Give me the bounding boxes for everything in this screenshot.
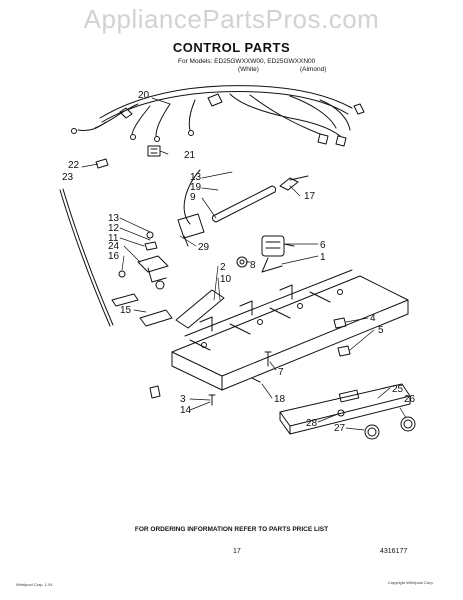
callout-18: 18 xyxy=(274,394,286,405)
models-line: For Models: ED25GWXXW00, ED25GWXXN00 xyxy=(178,58,316,65)
callout-6: 6 xyxy=(320,240,326,251)
callout-29: 29 xyxy=(198,242,210,253)
callout-1: 1 xyxy=(320,252,326,263)
callout-28: 28 xyxy=(306,418,318,429)
clip-part xyxy=(147,145,161,157)
callout-11: 11 xyxy=(108,233,119,244)
clips-4-5 xyxy=(333,317,351,357)
thermostat-tube xyxy=(183,169,309,225)
callout-2: 2 xyxy=(220,262,226,273)
variant-white: (White) xyxy=(238,66,259,73)
control-panel xyxy=(279,383,411,435)
callout-9: 9 xyxy=(190,192,196,203)
page-number: 17 xyxy=(233,548,241,555)
ordering-note: FOR ORDERING INFORMATION REFER TO PARTS … xyxy=(134,526,329,533)
small-print-left: Whirlpool Corp. 1-91 xyxy=(16,582,53,587)
callout-24: 24 xyxy=(108,241,120,252)
callout-4: 4 xyxy=(370,313,376,324)
callout-23: 23 xyxy=(62,172,74,183)
callout-15: 15 xyxy=(120,305,132,316)
leader-lines xyxy=(81,97,407,431)
callout-27: 27 xyxy=(334,423,346,434)
variant-almond: (Almond) xyxy=(300,66,327,73)
callout-25: 25 xyxy=(392,384,404,395)
callout-10: 10 xyxy=(220,274,232,285)
watermark: AppliancePartsPros.com xyxy=(83,4,380,34)
callout-3: 3 xyxy=(180,394,186,405)
callout-13: 13 xyxy=(190,172,202,183)
callout-12: 12 xyxy=(108,223,120,234)
knobs xyxy=(337,409,416,440)
callout-7: 7 xyxy=(278,367,284,378)
callout-26: 26 xyxy=(404,394,416,405)
control-housing xyxy=(171,269,409,391)
cap-tube xyxy=(59,158,114,327)
callout-16: 16 xyxy=(108,251,120,262)
callout-5: 5 xyxy=(378,325,384,336)
callout-13: 13 xyxy=(108,213,120,224)
bracket-3-14 xyxy=(149,385,161,399)
callout-8: 8 xyxy=(250,260,256,271)
callout-22: 22 xyxy=(68,160,80,171)
callout-21: 21 xyxy=(184,150,196,161)
thermostat-control xyxy=(144,213,205,251)
document-number: 4316177 xyxy=(380,548,408,555)
callout-17: 17 xyxy=(304,191,316,202)
callout-20: 20 xyxy=(138,90,150,101)
page-title: CONTROL PARTS xyxy=(172,40,291,55)
wiring-harness xyxy=(71,85,365,147)
damper-control xyxy=(111,255,173,327)
callout-14: 14 xyxy=(180,405,192,416)
small-print-right: Copyright Whirlpool Corp. xyxy=(388,580,434,585)
screws xyxy=(208,351,272,406)
control-assembly xyxy=(236,235,295,273)
callout-19: 19 xyxy=(190,182,202,193)
